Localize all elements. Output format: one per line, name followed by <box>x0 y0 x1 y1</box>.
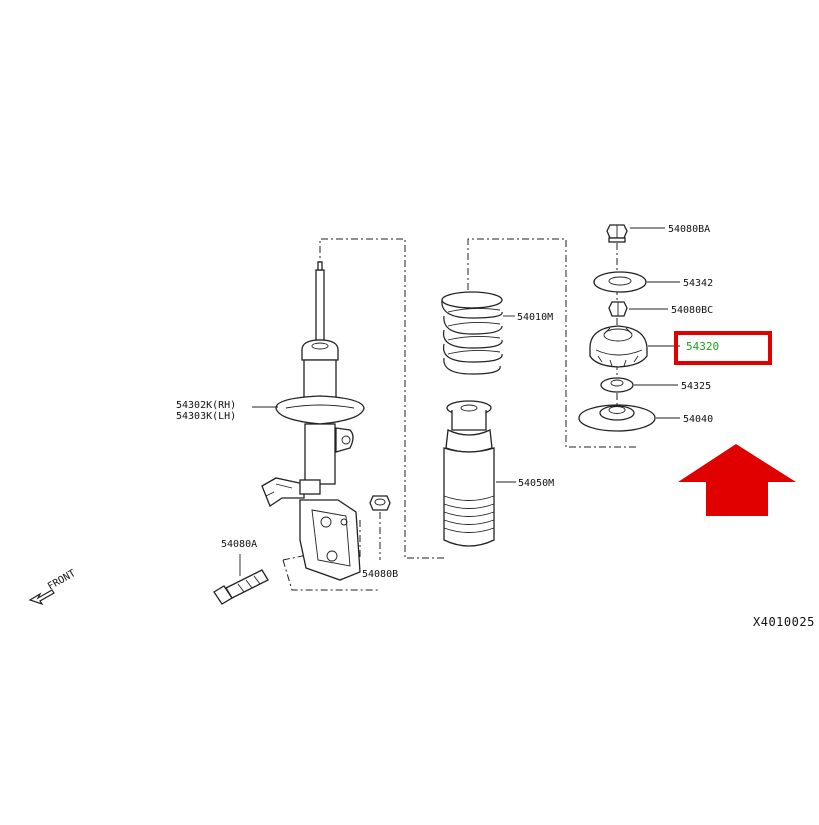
front-direction-indicator: FRONT <box>28 568 78 606</box>
highlight-arrow <box>678 444 796 516</box>
top-nut-part <box>606 224 665 243</box>
front-label: FRONT <box>46 568 78 593</box>
label-washer: 54342 <box>683 278 713 289</box>
bearing-part <box>600 377 678 393</box>
label-strut-rh: 54302K(RH) <box>176 400 236 411</box>
nut-bc-part <box>608 301 668 317</box>
label-boot: 54050M <box>518 478 554 489</box>
nut-b-part <box>369 495 391 511</box>
dust-boot-part <box>443 400 516 547</box>
label-mount: 54320 <box>686 340 719 353</box>
label-spring: 54010M <box>517 312 553 323</box>
label-seat: 54040 <box>683 414 713 425</box>
label-bearing: 54325 <box>681 381 711 392</box>
bolt-part <box>213 554 269 605</box>
drawing-id: X4010025 <box>753 615 815 629</box>
label-strut-lh: 54303K(LH) <box>176 411 236 422</box>
washer-part <box>593 271 680 293</box>
label-bolt: 54080A <box>221 539 257 550</box>
coil-spring-part <box>441 291 515 375</box>
label-nut-b: 54080B <box>362 569 398 580</box>
label-top-nut: 54080BA <box>668 224 710 235</box>
spring-seat-part <box>578 404 680 432</box>
strut-assembly-part <box>252 261 365 581</box>
highlight-box <box>674 331 772 365</box>
strut-mount-part <box>589 325 680 368</box>
label-nut-bc: 54080BC <box>671 305 713 316</box>
